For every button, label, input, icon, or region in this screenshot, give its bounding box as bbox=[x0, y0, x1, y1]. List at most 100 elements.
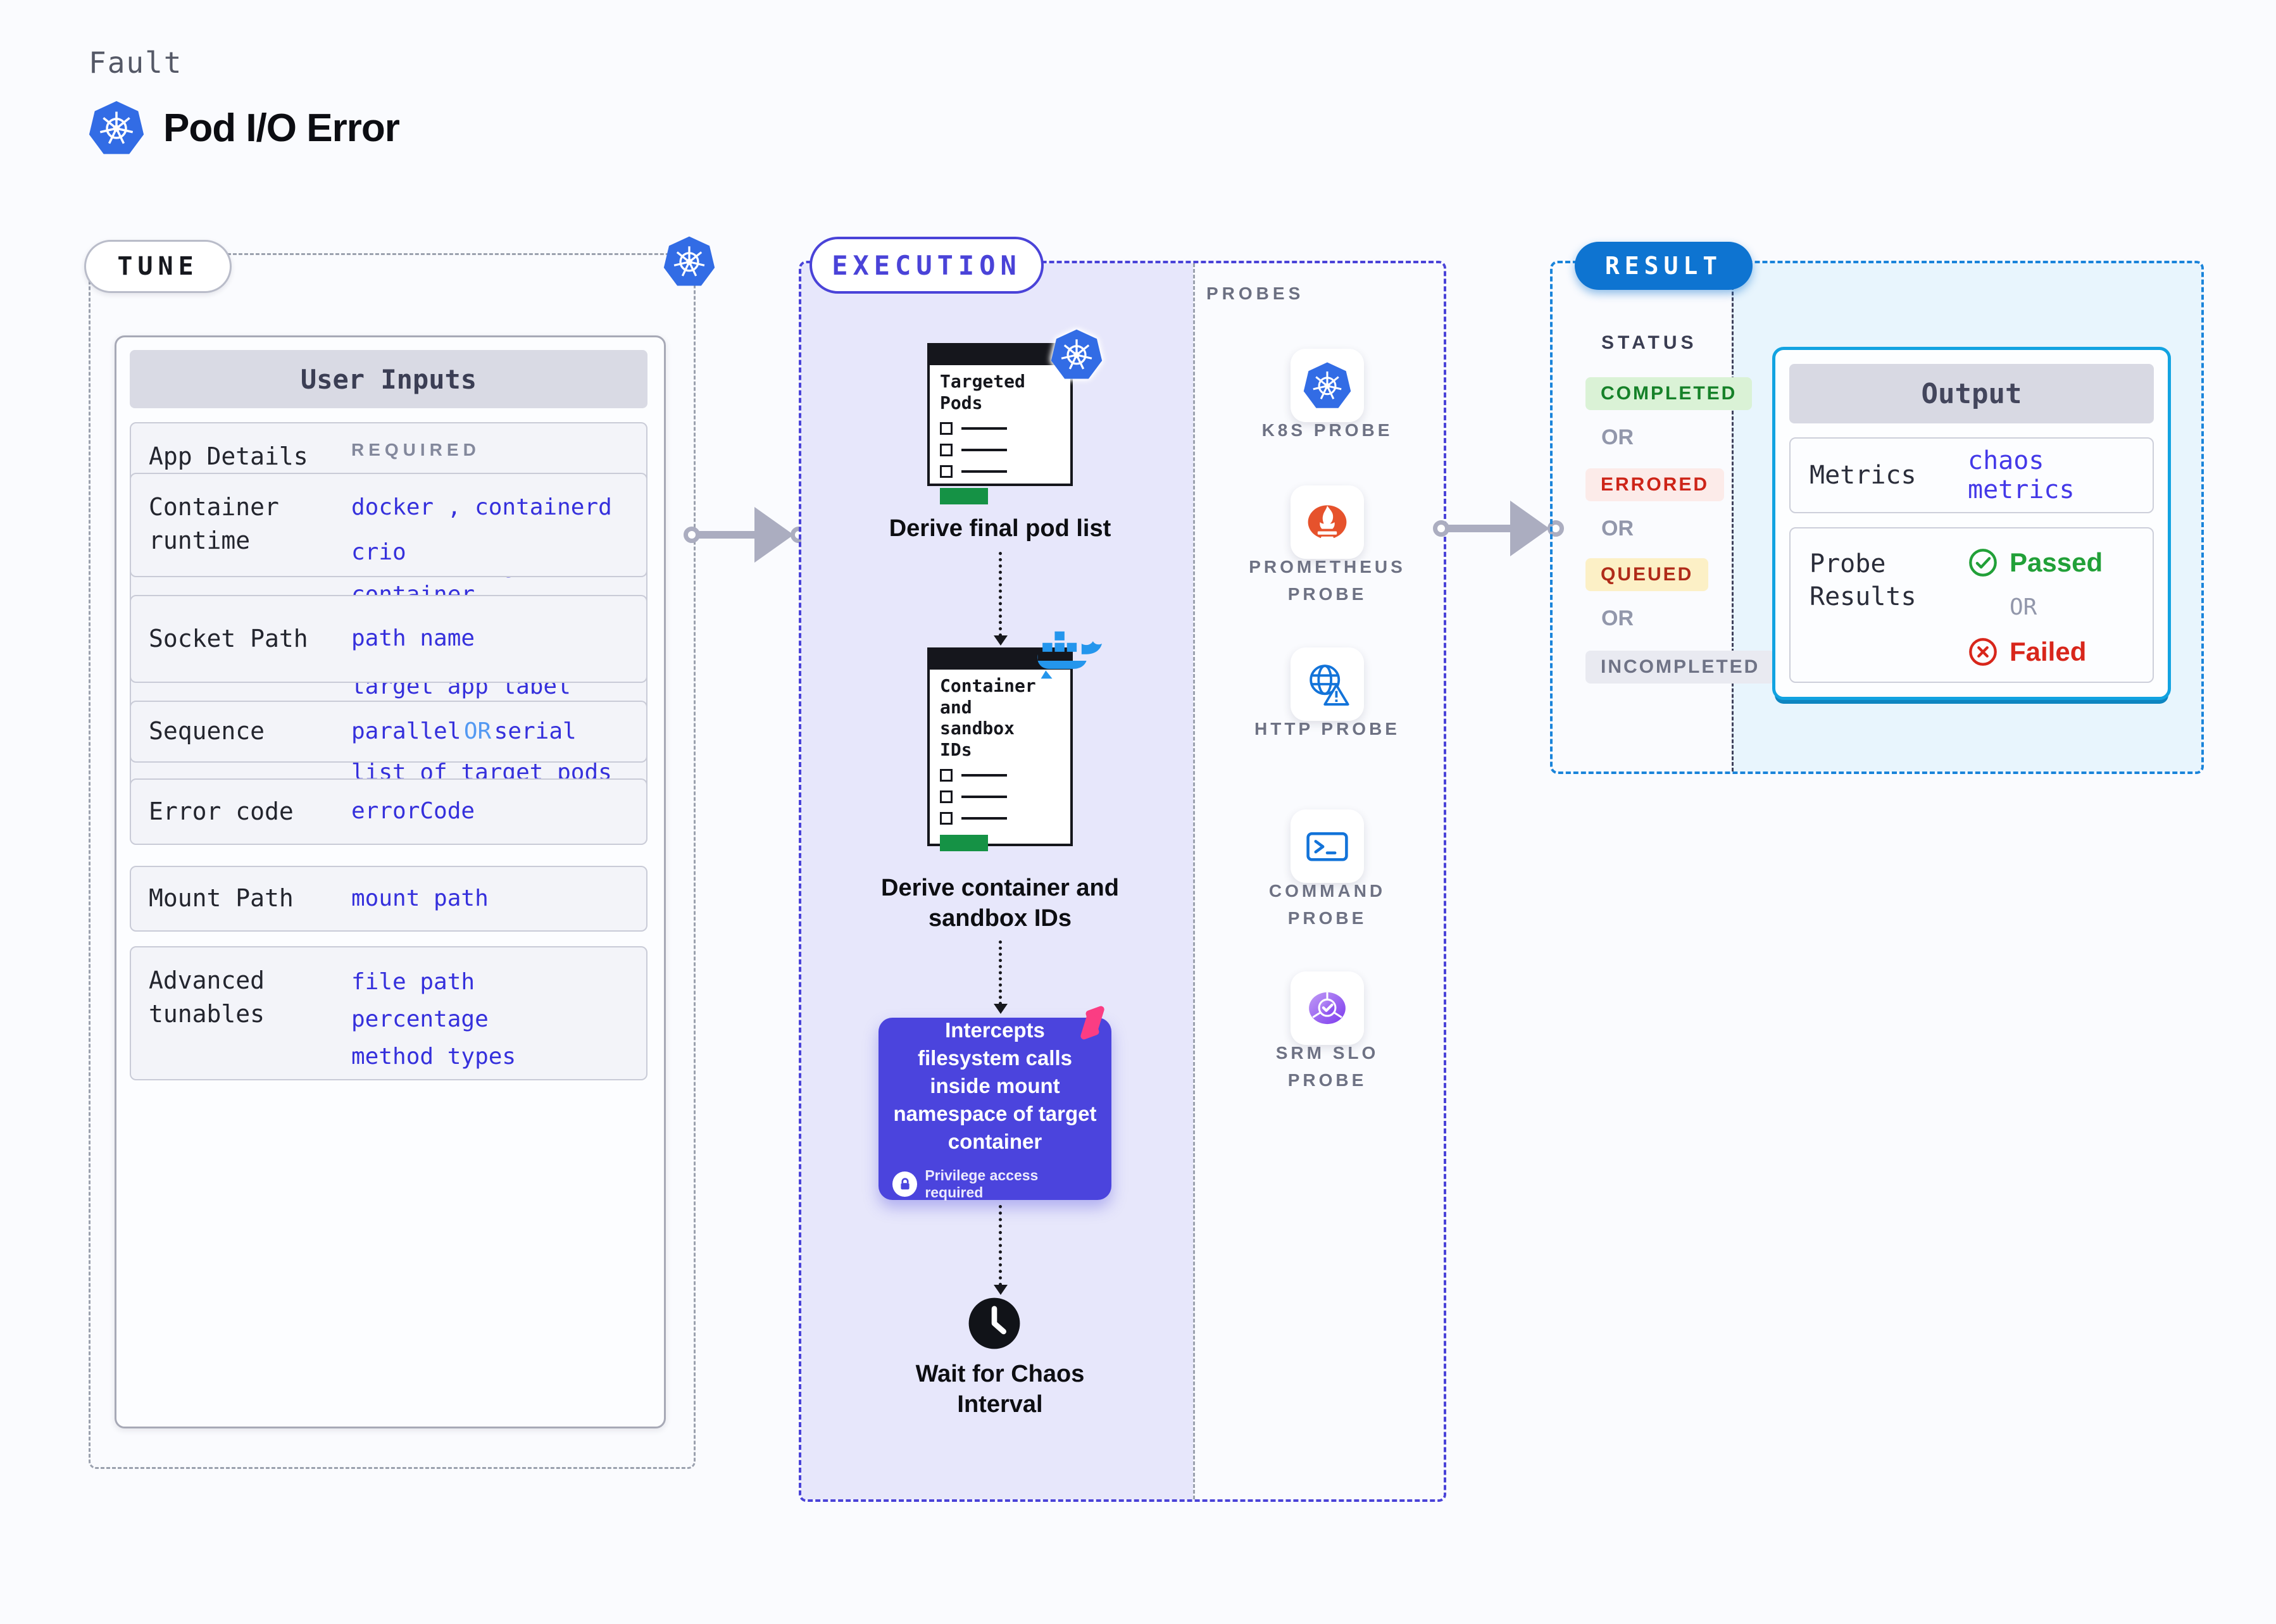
input-row-label: Socket Path bbox=[149, 624, 308, 653]
input-value: docker , containerd bbox=[351, 494, 612, 520]
flow-arrowhead bbox=[994, 1285, 1008, 1295]
checklist-item bbox=[940, 465, 1060, 478]
container-sandbox-card: Container and sandbox IDs bbox=[927, 647, 1073, 852]
lock-icon bbox=[892, 1171, 918, 1197]
srm-slo-probe-card bbox=[1291, 971, 1364, 1045]
progress-bar bbox=[940, 488, 988, 505]
status-badge-incompleted: INCOMPLETED bbox=[1585, 651, 1775, 684]
input-row-label: Sequence bbox=[149, 717, 265, 746]
intercept-info-box: Intercepts filesystem calls inside mount… bbox=[879, 1018, 1111, 1201]
targeted-pods-card: Targeted Pods bbox=[927, 343, 1073, 505]
input-value: method types bbox=[351, 1043, 516, 1070]
output-card: Output Metrics chaos metrics Probe Resul… bbox=[1772, 347, 2171, 700]
derive-container-ids-caption: Derive container and sandbox IDs bbox=[881, 875, 1119, 932]
input-row-advanced-tunables: Advanced tunables file path percentage m… bbox=[130, 946, 647, 1080]
input-row-label: App Details bbox=[149, 442, 308, 470]
privilege-badge: Privilege access required bbox=[892, 1167, 1097, 1201]
flow-connector bbox=[999, 1205, 1002, 1286]
kubernetes-icon bbox=[1051, 328, 1103, 381]
prometheus-probe-card bbox=[1291, 485, 1364, 559]
required-heading: REQUIRED bbox=[351, 440, 480, 459]
input-row-mount-path: Mount Path mount path bbox=[130, 866, 647, 932]
input-value: serial bbox=[494, 718, 577, 744]
k8s-probe-card bbox=[1291, 349, 1364, 422]
status-badge-errored: ERRORED bbox=[1585, 468, 1725, 501]
card-title: Targeted Pods bbox=[940, 371, 1025, 413]
flow-connector bbox=[999, 940, 1002, 1005]
input-value: file path bbox=[351, 969, 475, 995]
probes-title: PROBES bbox=[1206, 284, 1304, 303]
passed-label: Passed bbox=[2010, 547, 2103, 577]
wait-chaos-caption: Wait for Chaos Interval bbox=[915, 1361, 1085, 1418]
clock-icon bbox=[967, 1296, 1022, 1351]
flow-arrowhead bbox=[994, 635, 1008, 646]
command-probe-card bbox=[1291, 809, 1364, 883]
page-header: Pod I/O Error bbox=[89, 100, 400, 156]
docker-icon bbox=[1029, 627, 1118, 684]
slo-pie-icon bbox=[1303, 984, 1351, 1032]
kubernetes-icon bbox=[1303, 361, 1351, 409]
probe-label: COMMAND PROBE bbox=[1268, 881, 1386, 928]
status-title: STATUS bbox=[1601, 332, 1698, 353]
probe-results-row: Probe Results Passed OR Failed bbox=[1789, 527, 2154, 683]
failed-indicator: Failed bbox=[1968, 637, 2103, 667]
http-probe-card bbox=[1291, 647, 1364, 721]
or-separator: OR bbox=[463, 718, 492, 744]
input-value: path name bbox=[351, 625, 475, 652]
flow-connector bbox=[999, 552, 1002, 637]
passed-indicator: Passed bbox=[1968, 547, 2103, 578]
prometheus-icon bbox=[1303, 498, 1351, 546]
checklist-item bbox=[940, 769, 1060, 782]
status-badge-completed: COMPLETED bbox=[1585, 377, 1753, 410]
input-value: crio bbox=[351, 539, 406, 565]
checklist-item bbox=[940, 812, 1060, 825]
card-titlebar bbox=[929, 345, 1071, 365]
checklist-item bbox=[940, 444, 1060, 457]
input-value: parallel bbox=[351, 718, 461, 744]
probe-results-label: Probe Results bbox=[1810, 549, 1916, 611]
progress-bar bbox=[940, 835, 988, 852]
x-circle-icon bbox=[1968, 637, 1998, 667]
checklist-item bbox=[940, 422, 1060, 435]
globe-warning-icon bbox=[1303, 660, 1351, 708]
probe-label: K8S PROBE bbox=[1261, 420, 1393, 440]
kubernetes-icon bbox=[89, 100, 144, 156]
or-separator: OR bbox=[1601, 606, 1634, 630]
kubernetes-icon bbox=[663, 235, 715, 288]
tune-to-execution-arrow bbox=[684, 507, 810, 563]
input-row-sequence: Sequence parallel OR serial bbox=[130, 701, 647, 763]
probe-label: SRM SLO PROBE bbox=[1275, 1043, 1379, 1090]
input-value: percentage bbox=[351, 1006, 489, 1032]
result-pill: RESULT bbox=[1575, 242, 1753, 290]
execution-pill: EXECUTION bbox=[810, 237, 1044, 294]
or-separator: OR bbox=[1601, 425, 1634, 449]
privilege-label: Privilege access required bbox=[925, 1166, 1039, 1201]
probe-label: PROMETHEUS PROBE bbox=[1249, 557, 1406, 604]
page-title: Pod I/O Error bbox=[163, 106, 400, 150]
execution-to-result-arrow bbox=[1433, 501, 1567, 556]
tune-pill: TUNE bbox=[84, 240, 232, 293]
input-row-label: Mount Path bbox=[149, 884, 294, 913]
intercept-text: Intercepts filesystem calls inside mount… bbox=[893, 1018, 1097, 1153]
input-row-error-code: Error code errorCode bbox=[130, 778, 647, 845]
status-badge-queued: QUEUED bbox=[1585, 558, 1709, 591]
fault-category-label: Fault bbox=[89, 46, 183, 80]
input-row-label: Error code bbox=[149, 797, 294, 825]
card-title: Container and sandbox IDs bbox=[940, 675, 1036, 760]
input-row-label: Advanced tunables bbox=[149, 966, 265, 1028]
input-row-label: Container runtime bbox=[149, 493, 279, 555]
flow-arrowhead bbox=[994, 1004, 1008, 1014]
probe-label: HTTP PROBE bbox=[1254, 719, 1400, 739]
tune-section bbox=[89, 253, 696, 1469]
input-row-socket-path: Socket Path path name bbox=[130, 595, 647, 683]
metrics-value: chaos metrics bbox=[1968, 446, 2075, 504]
input-value: mount path bbox=[351, 885, 489, 911]
input-value: errorCode bbox=[351, 798, 475, 825]
metrics-row: Metrics chaos metrics bbox=[1789, 437, 2154, 513]
output-title: Output bbox=[1789, 364, 2154, 423]
failed-label: Failed bbox=[2010, 637, 2087, 666]
chaos-accent-icon bbox=[1068, 999, 1116, 1047]
input-row-container-runtime: Container runtime docker , containerd cr… bbox=[130, 473, 647, 577]
derive-pod-list-caption: Derive final pod list bbox=[889, 515, 1111, 542]
terminal-icon bbox=[1303, 822, 1351, 870]
